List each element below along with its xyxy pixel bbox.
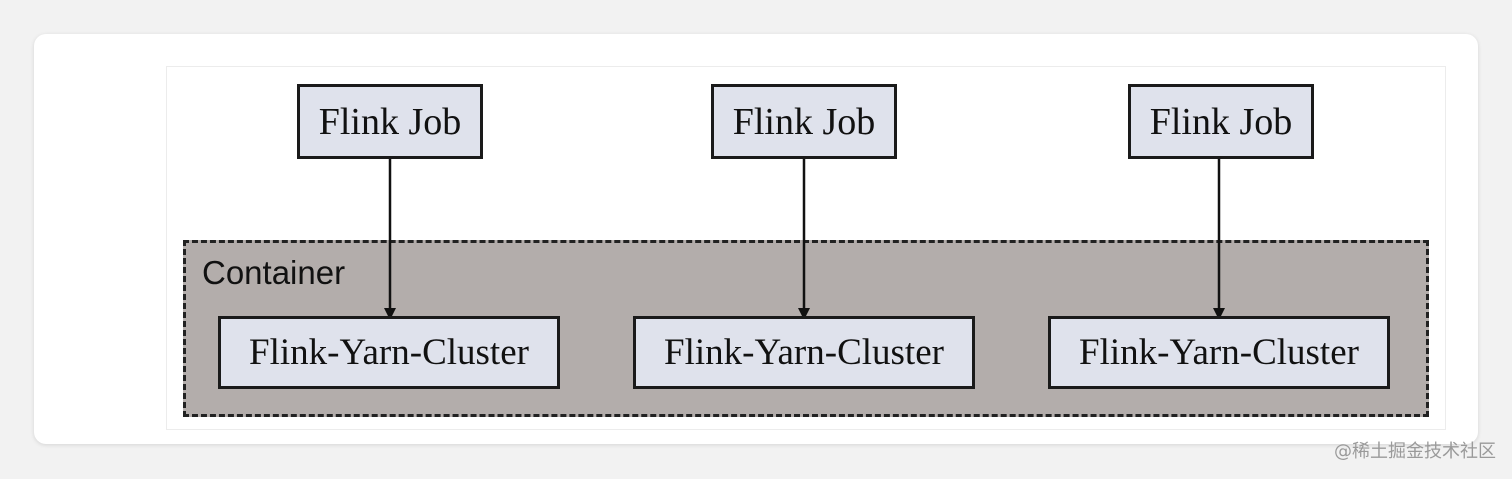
job-node-1: Flink Job [297,84,483,159]
cluster-node-1: Flink-Yarn-Cluster [218,316,560,389]
watermark: @稀土掘金技术社区 [1334,441,1496,462]
cluster-node-2: Flink-Yarn-Cluster [633,316,975,389]
job-node-3: Flink Job [1128,84,1314,159]
cluster-node-3: Flink-Yarn-Cluster [1048,316,1390,389]
job-node-2: Flink Job [711,84,897,159]
container-label: Container [202,254,346,291]
